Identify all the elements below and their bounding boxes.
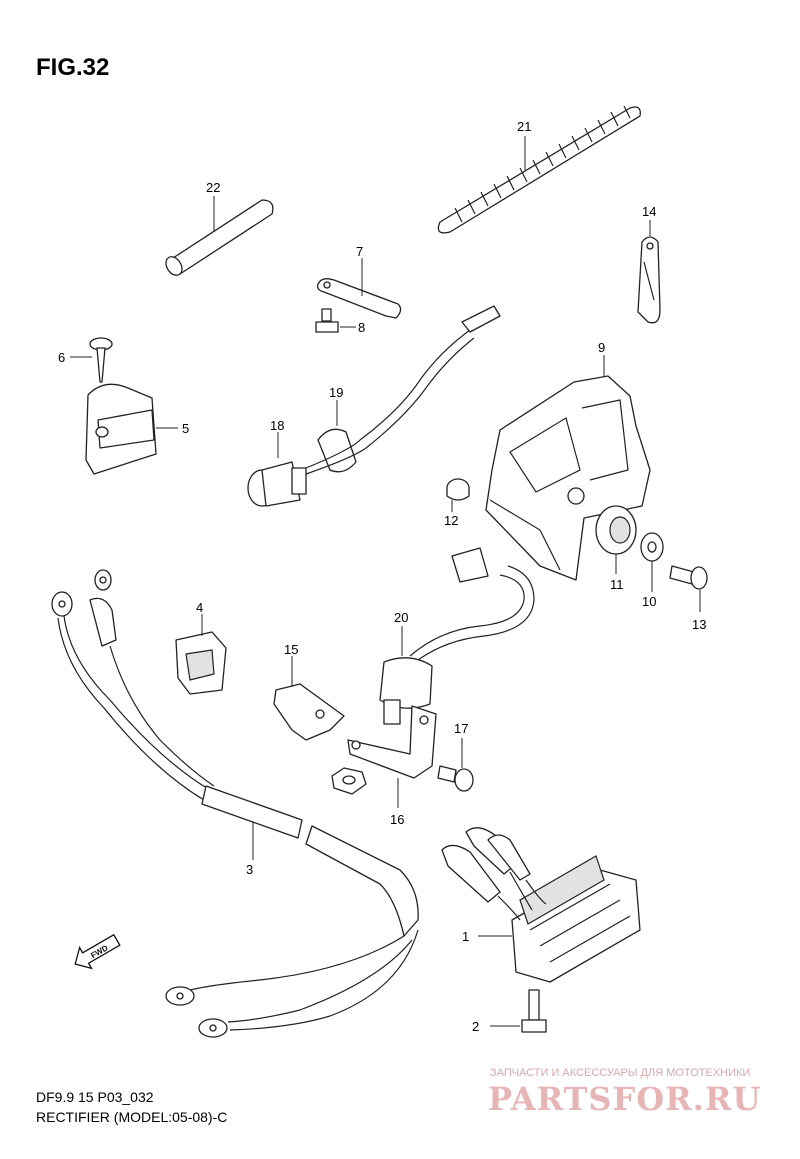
part-21-spiral-wrap: [437, 105, 641, 234]
part-20-sensor: [379, 547, 535, 725]
part-4-grommet: [175, 631, 227, 695]
part-22-tube: [165, 199, 274, 276]
callout-3: 3: [246, 862, 253, 877]
part-11-grommet: [595, 505, 637, 555]
part-16-bracket: [347, 705, 437, 779]
part-10-washer: [640, 532, 664, 562]
watermark-tagline: ЗАПЧАСТИ И АКСЕССУАРЫ ДЛЯ МОТОТЕХНИКИ: [490, 1067, 750, 1079]
callout-13: 13: [692, 617, 706, 632]
part-14-clip: [637, 236, 661, 324]
callout-14: 14: [642, 204, 656, 219]
callout-16: 16: [390, 812, 404, 827]
part-18-connector: [247, 461, 307, 507]
callout-21: 21: [517, 119, 531, 134]
part-17-bolt: [437, 765, 474, 792]
callout-1: 1: [462, 929, 469, 944]
part-19-grommet: [305, 305, 501, 475]
callout-20: 20: [394, 610, 408, 625]
part-9-mount-bracket: [485, 375, 651, 581]
callout-11: 11: [610, 577, 624, 592]
fwd-arrow-icon: FWD: [74, 933, 121, 970]
part-1-rectifier: [441, 827, 641, 983]
part-13-bolt: [669, 565, 708, 590]
part-6-screw: [89, 337, 113, 383]
figure-code: DF9.9 15 P03_032: [36, 1089, 154, 1105]
part-16-nut: [331, 767, 367, 795]
part-3-wire-harness: [51, 569, 419, 1038]
callout-18: 18: [270, 418, 284, 433]
part-15-clip: [273, 683, 345, 741]
callout-10: 10: [642, 594, 656, 609]
figure-title: FIG.32: [36, 54, 109, 81]
callout-4: 4: [196, 600, 203, 615]
callout-12: 12: [444, 513, 458, 528]
part-5-cable-holder: [85, 383, 157, 475]
part-2-bolt: [521, 989, 547, 1033]
callout-8: 8: [358, 320, 365, 335]
part-7-bracket: [316, 278, 402, 319]
part-8-bolt: [315, 308, 339, 333]
callout-7: 7: [356, 244, 363, 259]
callout-19: 19: [329, 385, 343, 400]
watermark-logo: PARTSFOR.RU: [488, 1080, 761, 1118]
callout-2: 2: [472, 1019, 479, 1034]
callout-22: 22: [206, 180, 220, 195]
callout-6: 6: [58, 350, 65, 365]
callout-9: 9: [598, 340, 605, 355]
part-12-cap: [446, 478, 470, 501]
figure-caption: RECTIFIER (MODEL:05-08)-C: [36, 1109, 227, 1125]
callout-5: 5: [182, 421, 189, 436]
callout-15: 15: [284, 642, 298, 657]
callout-17: 17: [454, 721, 468, 736]
